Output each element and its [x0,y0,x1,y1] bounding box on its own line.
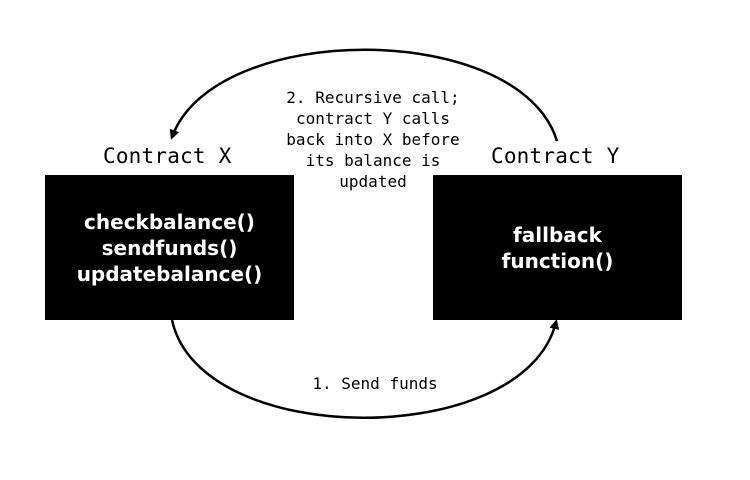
caption-line: updated [339,172,407,191]
caption-line: its balance is [305,151,441,170]
send-funds-arrow [170,319,560,419]
contract-x-box: checkbalance() sendfunds() updatebalance… [45,175,294,320]
caption-line: 2. Recursive call; [286,88,460,107]
contract-y-function: function() [501,248,614,273]
recursive-call-caption: 2. Recursive call; contract Y calls back… [248,87,498,192]
contract-x-function: updatebalance() [76,261,263,286]
recursive-call-arrow [169,48,559,142]
caption-line: back into X before [286,130,460,149]
caption-line: contract Y calls [295,109,451,128]
contract-y-title: Contract Y [491,144,620,168]
contract-x-function: sendfunds() [101,235,238,260]
contract-x-title: Contract X [103,144,232,168]
contract-y-function: fallback [513,222,602,247]
contract-y-box: fallback function() [433,175,682,320]
send-funds-caption: 1. Send funds [312,374,438,393]
contract-x-function: checkbalance() [84,209,255,234]
